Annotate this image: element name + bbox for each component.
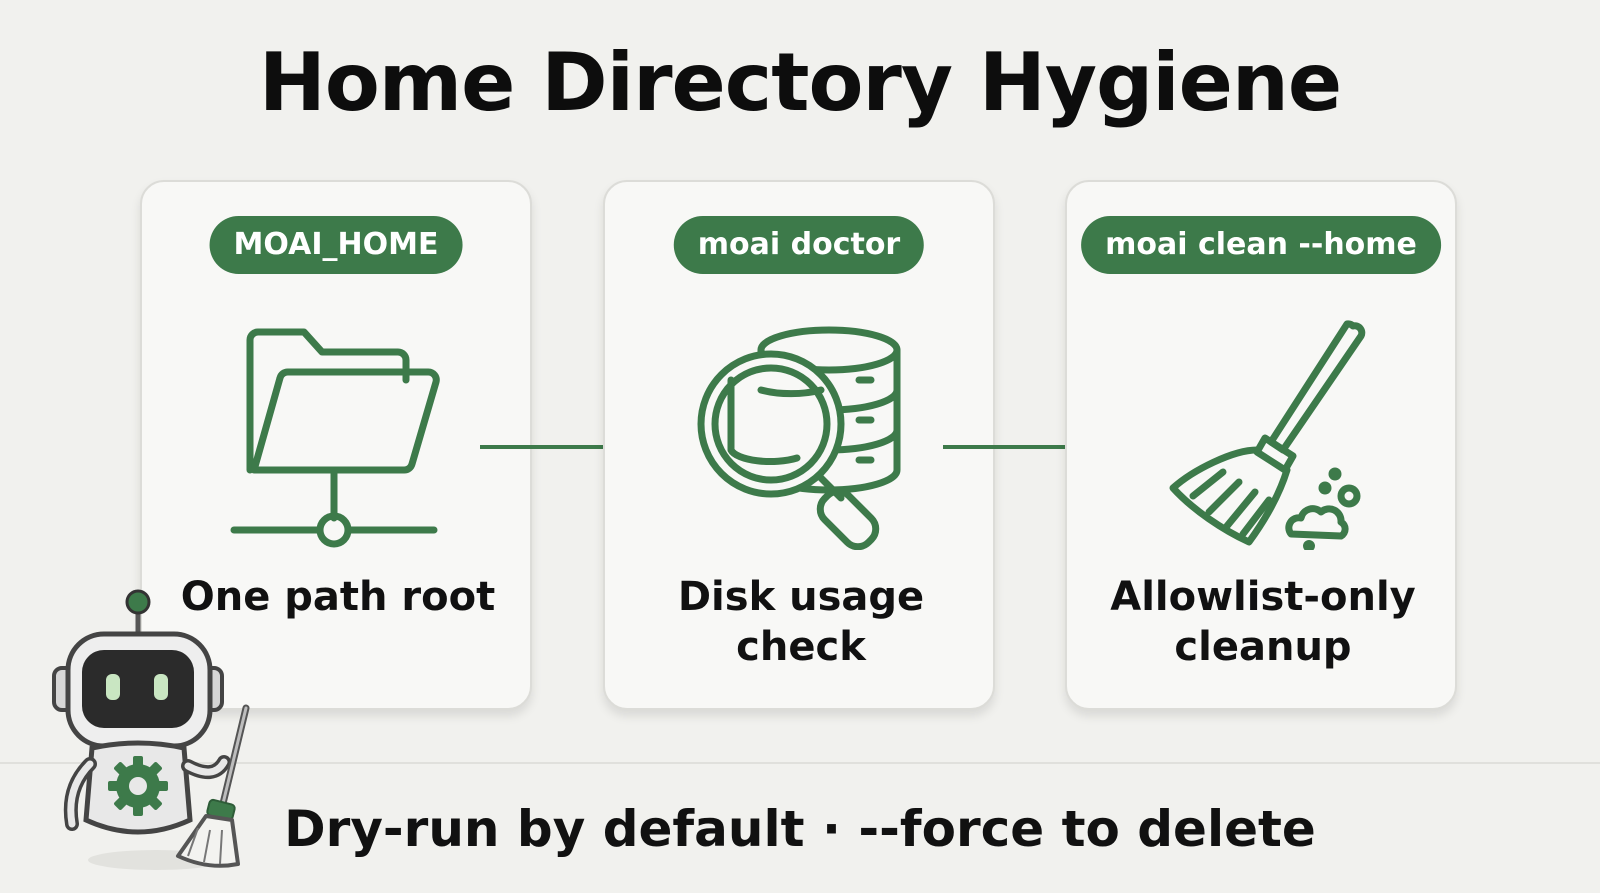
step-label: One path root (180, 574, 496, 620)
step-label: Allowlist-only cleanup (1110, 574, 1416, 670)
folder-network-icon (230, 328, 440, 548)
database-magnifier-icon (697, 326, 901, 550)
broom-icon (1169, 320, 1366, 550)
step-card-moai-home: MOAI_HOME One path root (140, 180, 532, 710)
footer-note: Dry-run by default · --force to delete (284, 800, 1316, 858)
step-badge: MOAI_HOME (209, 216, 463, 274)
step-card-moai-doctor: moai doctor Disk usage check (603, 180, 995, 710)
step-label: Disk usage check (677, 574, 925, 670)
step-badge: moai clean --home (1081, 216, 1441, 274)
page-title: Home Directory Hygiene (258, 36, 1342, 129)
footer-divider (0, 762, 1600, 764)
step-card-moai-clean: moai clean --home Allowlist-only cleanup (1065, 180, 1457, 710)
robot-mascot-icon (52, 589, 250, 870)
step-badge: moai doctor (673, 216, 925, 274)
